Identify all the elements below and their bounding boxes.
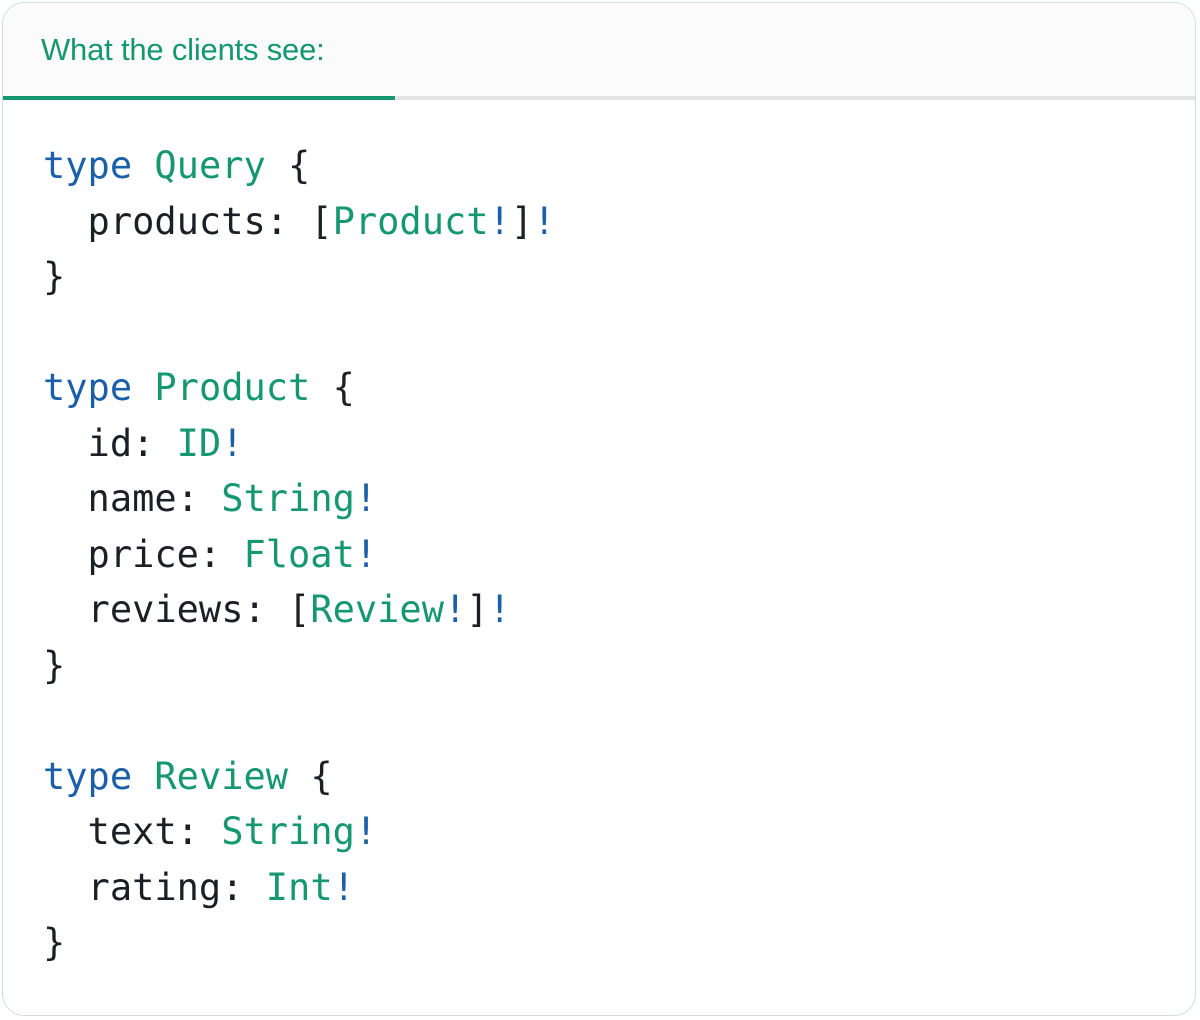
code-token-ty: Product (332, 199, 489, 243)
code-line: products: [Product!]! (43, 194, 1165, 250)
code-token-pl (132, 366, 154, 409)
code-token-kw: type (43, 754, 133, 798)
code-token-pl (132, 144, 154, 187)
code-token-pl: reviews: [ (43, 588, 311, 631)
code-line: reviews: [Review!]! (43, 582, 1165, 638)
code-line: id: ID! (43, 416, 1165, 472)
code-token-pl: price: (43, 532, 244, 576)
code-line (43, 693, 1165, 749)
panel-tab-bar: What the clients see: (3, 3, 1195, 100)
graphql-sdl-code-block: type Query { products: [Product!]!} type… (3, 100, 1195, 991)
code-line: type Product { (43, 360, 1165, 416)
code-line: text: String! (43, 804, 1165, 860)
code-token-ty: Float (243, 532, 355, 576)
code-token-ty: Query (154, 144, 266, 187)
code-token-pl: rating: (43, 865, 266, 909)
code-token-pl (132, 755, 154, 798)
code-token-kw: type (43, 144, 133, 187)
code-token-pl: } (43, 921, 66, 964)
code-token-bang: ! (354, 810, 378, 853)
code-line: price: Float! (43, 527, 1165, 583)
code-token-pl: ] (510, 199, 534, 243)
code-token-pl: text: (43, 810, 222, 853)
code-token-ty: String (221, 810, 355, 853)
code-token-bang: ! (533, 199, 556, 243)
code-token-pl: { (310, 366, 355, 409)
code-token-pl: } (43, 255, 66, 298)
code-line: } (43, 638, 1165, 694)
code-token-ty: Review (310, 588, 444, 631)
code-token-bang: ! (354, 477, 378, 520)
active-tab-indicator (3, 96, 395, 100)
code-token-ty: String (221, 477, 355, 520)
tab-label-what-clients-see: What the clients see: (41, 31, 325, 67)
code-token-bang: ! (488, 199, 511, 243)
code-token-ty: ID (176, 421, 222, 465)
code-token-pl: { (265, 144, 311, 187)
code-line: rating: Int! (43, 860, 1165, 916)
code-token-ty: Review (154, 754, 289, 798)
code-token-kw: type (43, 366, 133, 409)
code-token-ty: Int (265, 865, 333, 909)
code-token-pl: id: (43, 421, 177, 465)
code-token-bang: ! (354, 532, 378, 576)
code-line: type Query { (43, 138, 1165, 194)
code-token-pl: ] (466, 588, 489, 631)
code-line (43, 305, 1165, 361)
code-token-bang: ! (488, 588, 511, 631)
code-token-pl: products: [ (43, 199, 333, 243)
code-token-bang: ! (332, 865, 355, 909)
code-token-bang: ! (443, 588, 467, 631)
code-line: name: String! (43, 471, 1165, 527)
code-line: } (43, 915, 1165, 971)
code-token-ty: Product (154, 366, 311, 409)
code-line: type Review { (43, 749, 1165, 805)
code-token-pl: { (288, 754, 333, 798)
code-token-pl: } (43, 643, 66, 687)
code-token-bang: ! (221, 421, 244, 465)
code-line: } (43, 249, 1165, 305)
code-token-pl: name: (43, 477, 222, 520)
